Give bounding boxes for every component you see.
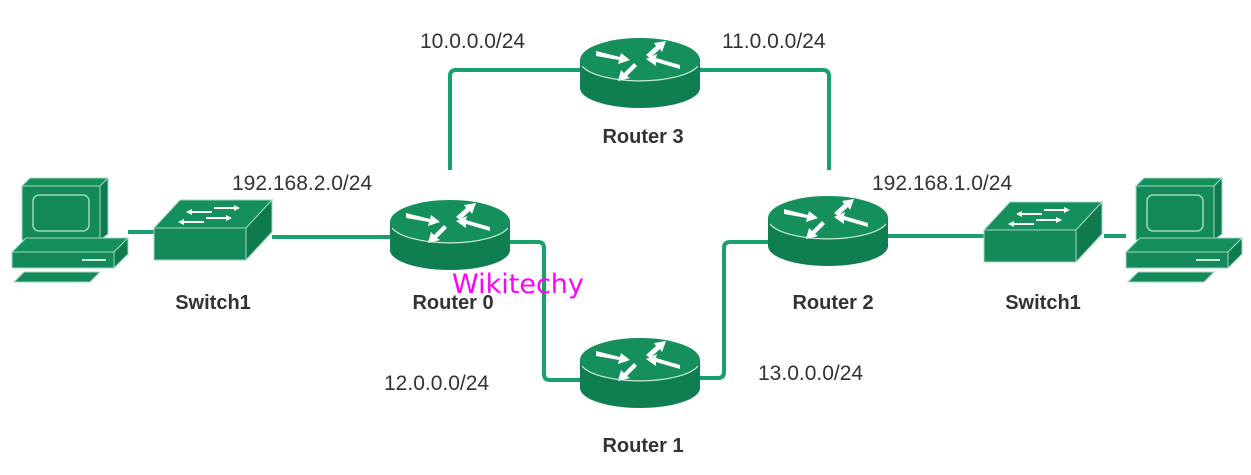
subnet-label-r3-r2: 11.0.0.0/24 [722,30,826,53]
link-router1-router2 [696,240,770,380]
router1-label: Router 1 [602,435,683,457]
subnet-label-r0-r3: 10.0.0.0/24 [420,30,525,53]
computer-icon [1125,177,1243,283]
subnet-label-right-lan: 192.168.1.0/24 [872,172,1012,195]
switch-right[interactable] [983,201,1103,263]
subnet-label-r1-r2: 13.0.0.0/24 [758,362,863,385]
router3[interactable] [579,37,701,109]
router0-label: Router 0 [412,292,493,314]
switch-right-label: Switch1 [1005,292,1081,314]
link-router0-router1 [508,240,580,382]
router-icon [767,195,889,267]
subnet-label-left-lan: 192.168.2.0/24 [232,172,372,195]
router3-label: Router 3 [602,126,683,148]
pc-right[interactable] [1125,177,1243,283]
subnet-label-r0-r1: 12.0.0.0/24 [384,372,489,395]
router-icon [579,37,701,109]
switch-icon [983,201,1103,263]
router-icon [579,337,701,409]
router2-label: Router 2 [792,292,873,314]
switch-left-label: Switch1 [175,292,251,314]
router1[interactable] [579,337,701,409]
link-router0-router3 [448,68,584,170]
router-icon [389,199,511,271]
router0[interactable] [389,199,511,271]
switch-icon [153,199,273,261]
switch-left[interactable] [153,199,273,261]
computer-icon [11,177,129,283]
links [128,68,1126,382]
watermark: Wikitechy [452,269,584,300]
pc-left[interactable] [11,177,129,283]
link-router3-router2 [696,68,831,170]
router2[interactable] [767,195,889,267]
